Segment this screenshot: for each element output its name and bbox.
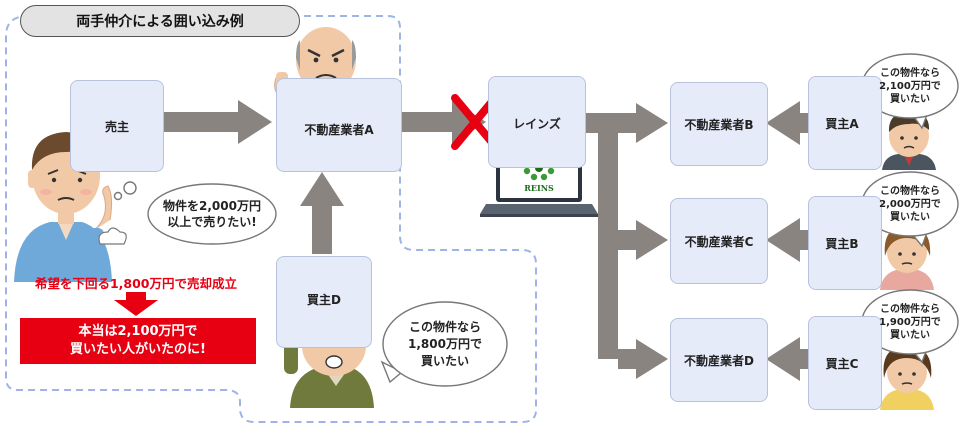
node-buyer-c-label: 買主C <box>825 356 859 371</box>
node-reins: レインズ <box>488 76 586 168</box>
arrow-buyer-c-to-agent-d <box>766 337 808 381</box>
node-agent-a: 不動産業者A <box>276 78 402 172</box>
buyer-c-character-icon <box>880 346 934 410</box>
buyer-a-bubble-shape <box>861 53 959 130</box>
truth-box: 本当は2,100万円で 買いたい人がいたのに! <box>20 318 256 364</box>
truth-text: 本当は2,100万円で 買いたい人がいたのに! <box>70 324 206 357</box>
bubble-buyer-a: この物件なら 2,100万円で 買いたい <box>864 56 956 116</box>
node-agent-c-label: 不動産業者C <box>684 234 754 249</box>
node-agent-a-label: 不動産業者A <box>304 122 374 137</box>
laptop-logo-text: REINS <box>524 183 554 193</box>
buyer-c-bubble-shape <box>861 289 959 364</box>
bubble-seller-text: 物件を2,000万円 以上で売りたい! <box>163 199 261 229</box>
node-reins-label: レインズ <box>513 117 561 131</box>
buyer-d-bubble-shape <box>380 301 508 387</box>
arrow-buyer-b-to-agent-c <box>766 218 808 262</box>
seller-character-icon <box>14 132 127 282</box>
node-buyer-a: 買主A <box>808 76 882 170</box>
bubble-buyer-c: この物件なら 1,900万円で 買いたい <box>864 292 956 352</box>
node-seller: 売主 <box>70 80 164 172</box>
arrow-buyer-d-to-agent-a <box>300 172 344 254</box>
node-buyer-a-label: 買主A <box>825 116 859 131</box>
bubble-buyer-b-text: この物件なら 2,000万円で 買いたい <box>879 185 941 223</box>
node-agent-b-label: 不動産業者B <box>684 117 754 132</box>
node-agent-c: 不動産業者C <box>670 198 768 284</box>
arrow-seller-to-agent-a <box>164 100 272 144</box>
node-buyer-b: 買主B <box>808 196 882 290</box>
node-agent-b: 不動産業者B <box>670 82 768 166</box>
node-buyer-d: 買主D <box>276 256 372 348</box>
bubble-buyer-a-text: この物件なら 2,100万円で 買いたい <box>879 67 941 105</box>
bubble-buyer-b: この物件なら 2,000万円で 買いたい <box>864 174 956 234</box>
node-buyer-d-label: 買主D <box>307 293 341 307</box>
red-down-arrow <box>114 292 158 316</box>
buyer-a-character-icon <box>882 112 936 170</box>
arrow-reins-distribution <box>586 103 668 379</box>
seller-bubble-shape <box>113 181 277 245</box>
node-seller-label: 売主 <box>104 119 129 134</box>
node-buyer-c: 買主C <box>808 316 882 410</box>
bubble-buyer-c-text: この物件なら 1,900万円で 買いたい <box>879 303 941 341</box>
node-agent-d-label: 不動産業者D <box>684 353 754 368</box>
node-agent-d: 不動産業者D <box>670 318 768 402</box>
node-buyer-b-label: 買主B <box>825 236 859 251</box>
enclosure-dashed-border <box>5 15 537 423</box>
result-text: 希望を下回る1,800万円で売却成立 <box>34 276 238 291</box>
bubble-buyer-d: この物件なら 1,800万円で 買いたい <box>384 304 506 384</box>
bubble-seller: 物件を2,000万円 以上で売りたい! <box>150 186 274 242</box>
diagram-title: 両手仲介による囲い込み例 <box>20 5 300 37</box>
bubble-buyer-d-text: この物件なら 1,800万円で 買いたい <box>408 319 482 368</box>
arrow-buyer-a-to-agent-b-main <box>766 101 808 145</box>
